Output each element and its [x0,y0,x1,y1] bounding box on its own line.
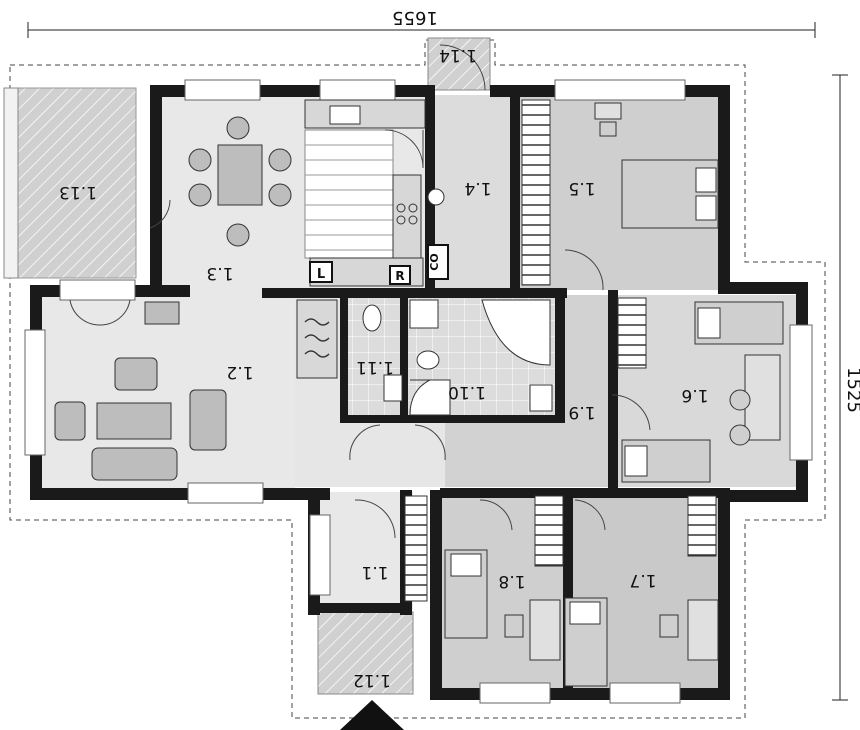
label-1-12: 1.12 [353,670,391,690]
dimension-width: 1655 [27,7,816,38]
beds [444,159,784,687]
label-1-1: 1.1 [361,562,388,582]
dimension-depth: 1525 [832,74,860,701]
boiler-label: CO [428,253,441,270]
label-1-11: 1.11 [356,357,394,377]
wardrobes [404,99,717,602]
label-1-8: 1.8 [498,571,525,591]
label-1-7: 1.7 [629,570,656,590]
label-1-14: 1.14 [439,45,477,65]
desks [504,102,781,661]
doors [69,44,651,539]
porch-1-12 [317,611,414,695]
oven: R [389,265,411,285]
boiler: CO [427,244,449,280]
label-1-5: 1.5 [568,178,595,198]
label-1-9: 1.9 [568,402,595,422]
bathroom-fixtures [362,299,553,416]
label-1-10: 1.10 [448,382,486,402]
terrace-1-13 [7,87,137,279]
room-1-1 [318,492,413,610]
oven-label: R [395,269,404,283]
canopy-1-14 [427,37,491,91]
label-1-3: 1.3 [206,263,233,283]
fireplace [296,299,338,379]
fridge-label: L [317,267,325,282]
fridge: L [309,261,333,283]
windows [24,79,813,704]
label-1-13: 1.13 [59,182,97,202]
stair-treads [305,144,393,251]
dining-set [188,116,292,247]
depth-label: 1525 [843,367,860,413]
label-1-6: 1.6 [681,385,708,405]
label-1-2: 1.2 [226,362,253,382]
entrance-arrow-icon [340,700,404,730]
living-furniture [54,301,227,481]
room-labels: 1.13 1.3 1.4 1.5 1.2 1.11 1.10 1.9 1.6 1… [59,45,708,690]
label-1-4: 1.4 [464,178,491,198]
width-label: 1655 [392,7,438,28]
